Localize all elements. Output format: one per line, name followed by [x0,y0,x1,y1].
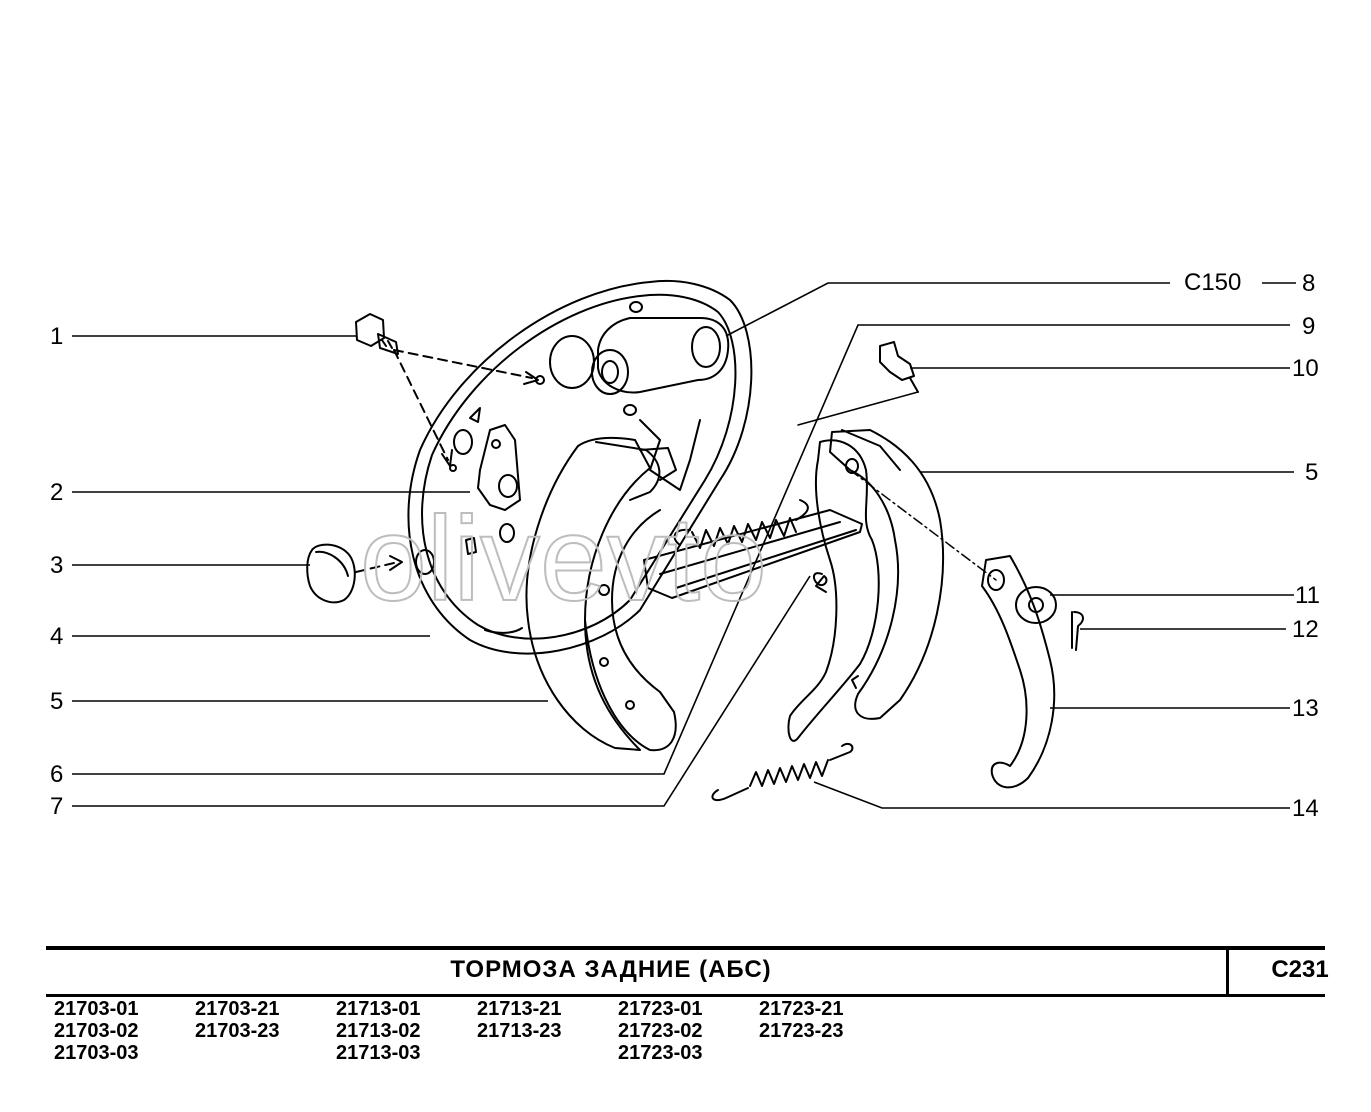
callout-4: 4 [50,623,63,650]
model-column: 21713-01 21713-02 21713-03 [336,998,476,1064]
model-code: 21703-02 [54,1020,139,1042]
watermark-text: olivevto [360,492,767,626]
model-code: 21723-02 [618,1020,703,1042]
brake-exploded-diagram: olivevto 1 2 3 4 5 6 7 8 C150 9 10 5 11 … [50,269,1320,822]
model-column: 21703-21 21703-23 [195,998,335,1042]
bolt-arrow-2 [393,349,449,461]
pin-part-10 [879,341,915,381]
model-column: 21703-01 21703-02 21703-03 [54,998,194,1064]
small-spring-part-6 [812,572,828,593]
brake-shoe-left-part-5 [525,437,677,752]
callout-5-right: 5 [1305,459,1318,486]
anchor-bracket-part-2 [465,424,521,555]
callout-13: 13 [1292,695,1319,722]
callout-8: 8 [1302,270,1315,297]
model-code: 21703-23 [195,1020,280,1042]
model-code: 21723-01 [618,998,703,1020]
backing-plate-part-4 [407,279,753,655]
plug-part-3 [306,543,356,604]
model-column: 21723-21 21723-23 [759,998,899,1042]
model-code: 21713-23 [477,1020,562,1042]
model-code: 21703-03 [54,1042,139,1064]
model-code: 21703-21 [195,998,280,1020]
wheel-cylinder-part-8 [591,301,730,416]
callout-5-left: 5 [50,688,63,715]
diagram-code: C231 [1271,956,1329,983]
callout-10: 10 [1292,355,1319,382]
model-column: 21723-01 21723-02 21723-03 [618,998,758,1064]
parking-lever-part-13 [981,555,1056,789]
callout-7: 7 [50,793,63,820]
cotter-pin-part-12 [1071,611,1084,651]
washer-part-11 [1015,586,1057,624]
callout-3: 3 [50,552,63,579]
model-code: 21723-23 [759,1020,844,1042]
model-code: 21713-21 [477,998,562,1020]
callout-14: 14 [1292,795,1319,822]
plug-arrow [355,561,399,573]
callout-12: 12 [1292,616,1319,643]
brake-shoe-right-part-5 [787,429,945,742]
model-code: 21703-01 [54,998,139,1020]
model-code: 21713-02 [336,1020,421,1042]
diagram-title: ТОРМОЗА ЗАДНИЕ (АБС) [450,956,772,983]
bolt-arrow-1 [393,349,533,379]
callout-8-code: C150 [1184,269,1241,296]
bolt-part-1 [355,313,399,355]
model-column: 21713-21 21713-23 [477,998,617,1042]
lower-spring-part-14 [711,742,854,802]
title-divider [1226,950,1229,994]
callout-2: 2 [50,479,63,506]
model-code: 21723-21 [759,998,844,1020]
spacer-bar-part-7 [643,509,863,599]
model-code: 21713-03 [336,1042,421,1064]
callout-1: 1 [50,323,63,350]
callout-6: 6 [50,761,63,788]
model-code: 21723-03 [618,1042,703,1064]
callout-11: 11 [1295,582,1320,609]
model-code: 21713-01 [336,998,421,1020]
callout-9: 9 [1302,313,1315,340]
title-block: ТОРМОЗА ЗАДНИЕ (АБС) C231 [46,946,1329,997]
